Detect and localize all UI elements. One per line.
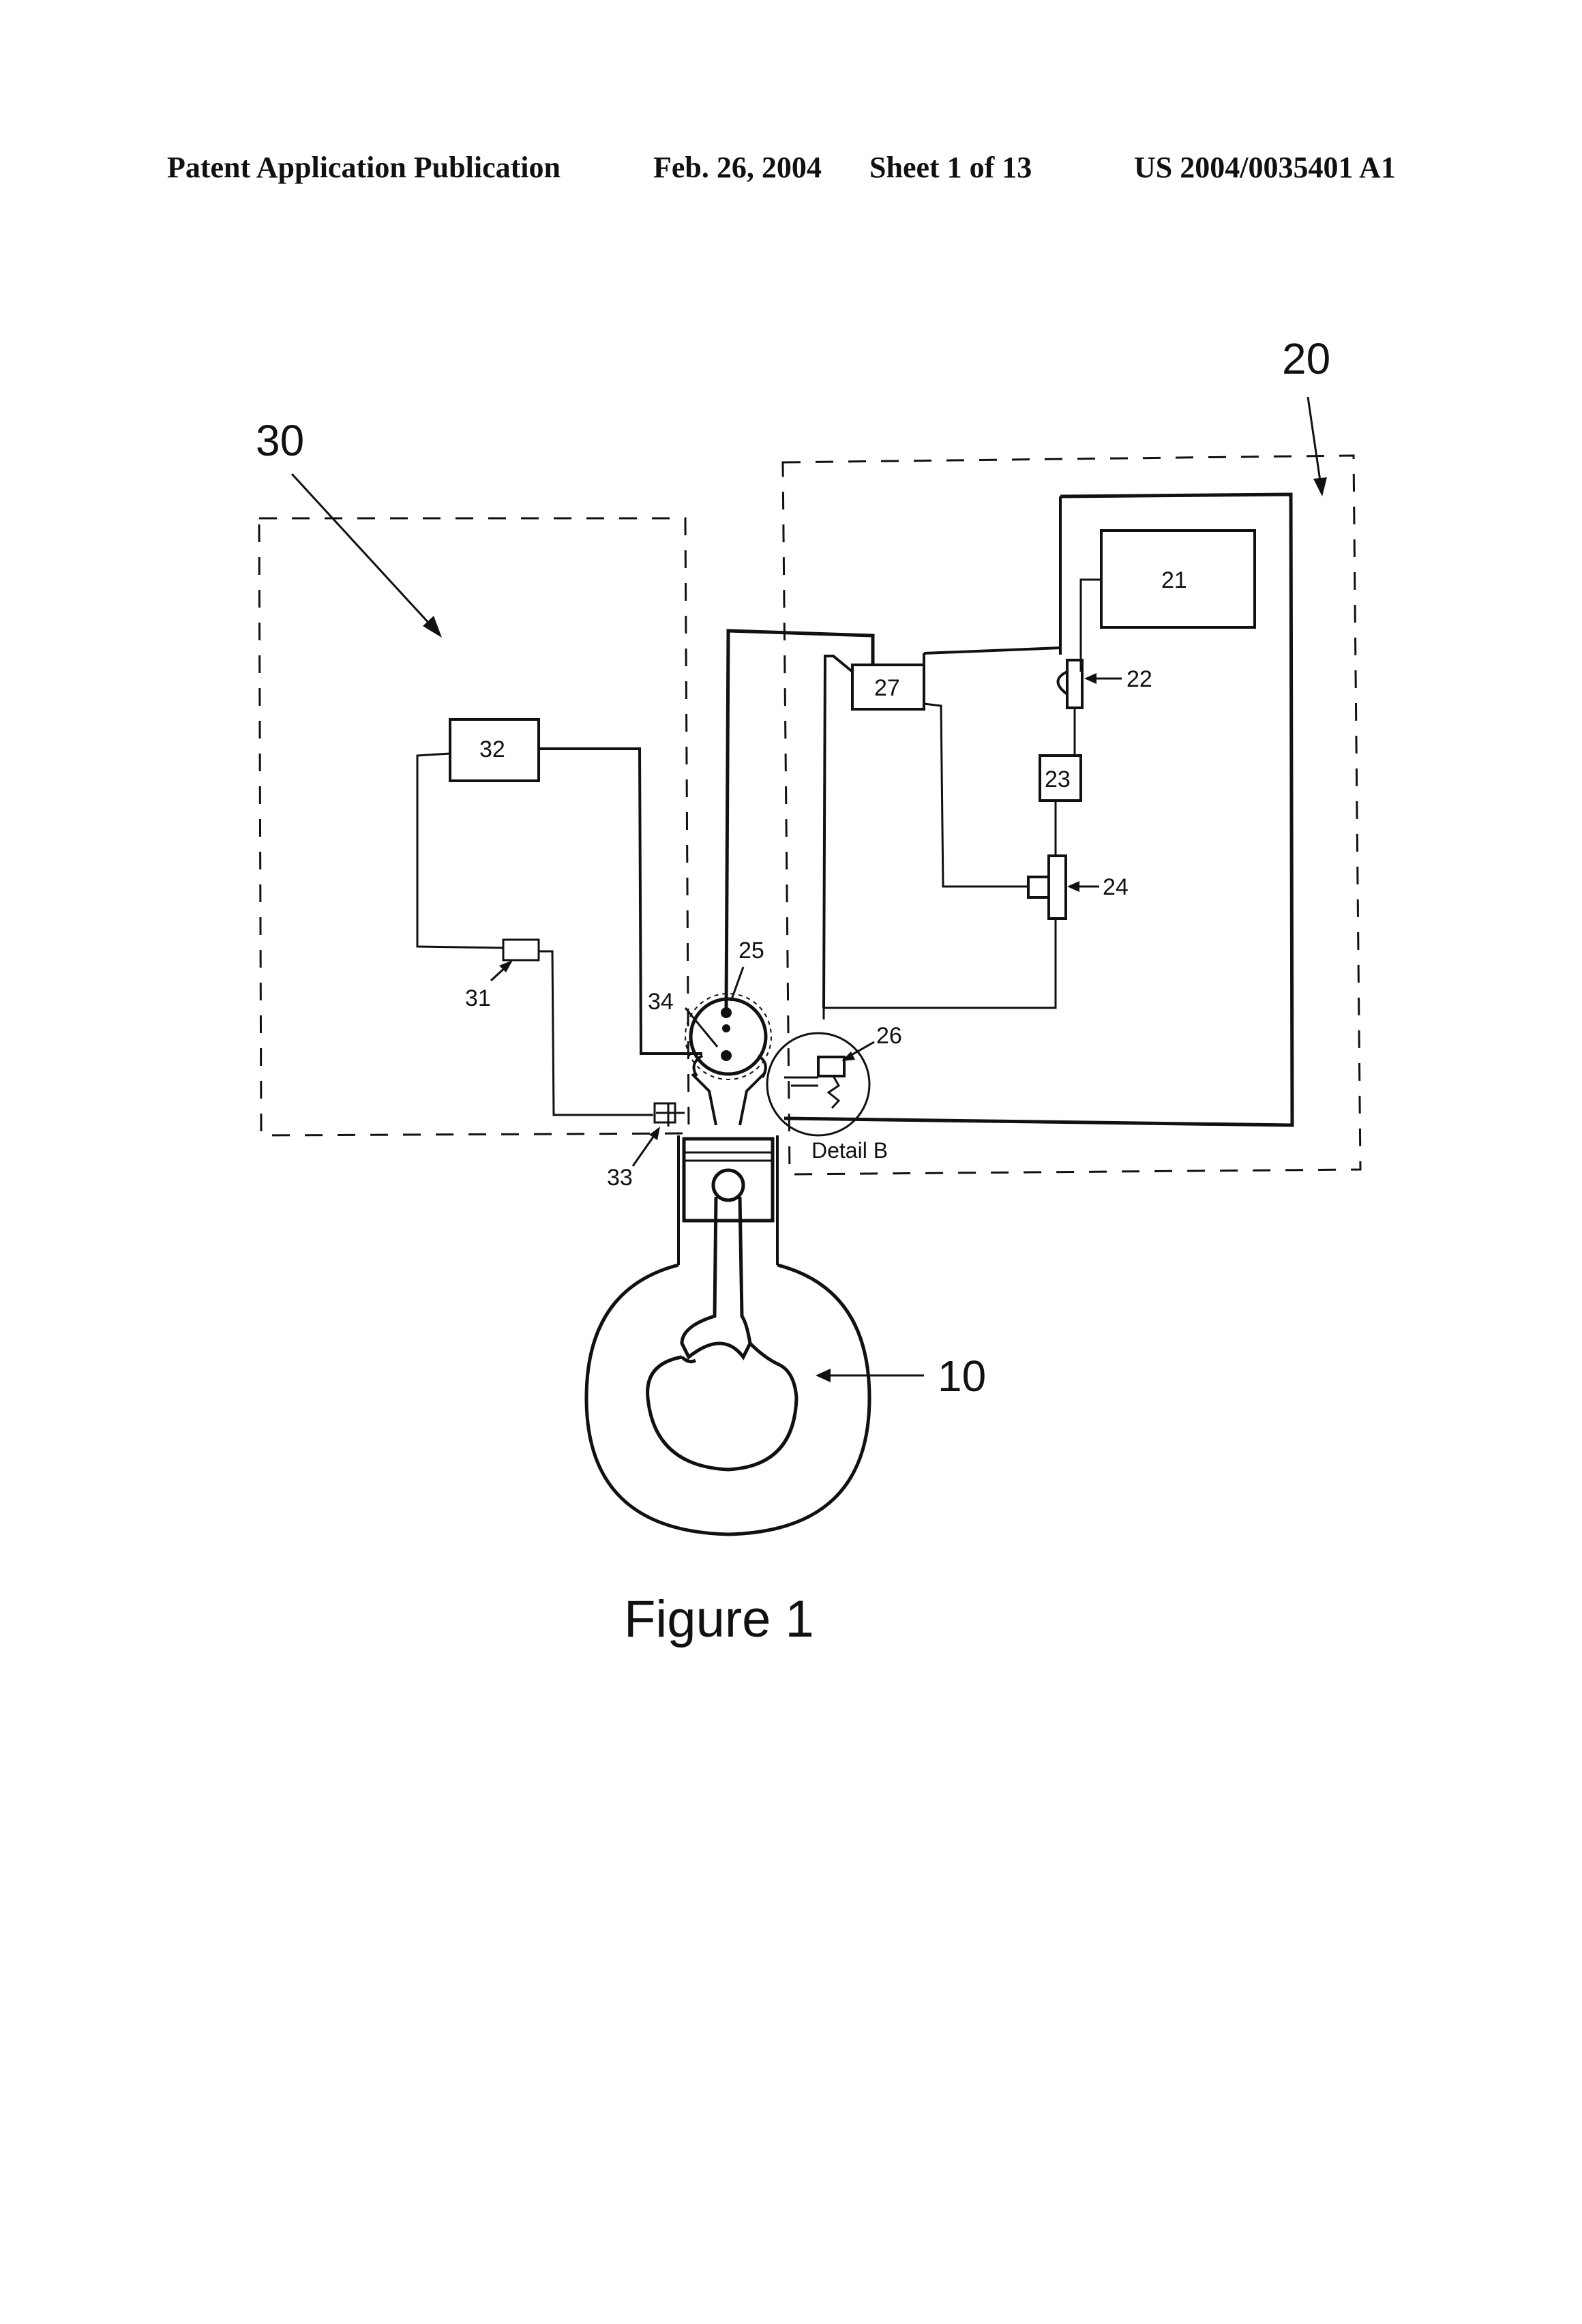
line-32-34 <box>539 749 702 1054</box>
label-21: 21 <box>1161 567 1187 593</box>
crank-inner <box>648 1343 796 1470</box>
label-23: 23 <box>1045 766 1071 792</box>
label-24: 24 <box>1103 874 1129 900</box>
label-20: 20 <box>1282 334 1330 383</box>
label-33: 33 <box>607 1165 633 1191</box>
component-26 <box>818 1057 844 1076</box>
label-32: 32 <box>479 736 505 762</box>
label-26: 26 <box>876 1023 902 1049</box>
system-20-boundary <box>783 456 1360 1174</box>
label-30: 30 <box>256 416 304 465</box>
component-31 <box>503 940 539 960</box>
return-line <box>784 494 1292 1125</box>
label-31: 31 <box>465 985 491 1011</box>
figure-caption: Figure 1 <box>624 1590 814 1648</box>
label-34: 34 <box>648 989 674 1015</box>
component-24 <box>1049 856 1066 919</box>
arrow-30 <box>292 474 442 638</box>
piston <box>684 1139 773 1221</box>
label-22: 22 <box>1126 666 1152 692</box>
system-30-boundary <box>259 518 689 1135</box>
line-21-22 <box>1081 580 1101 672</box>
label-10: 10 <box>938 1352 986 1401</box>
crankcase <box>586 1265 869 1534</box>
arrow-20 <box>1308 397 1327 496</box>
label-25: 25 <box>738 938 764 964</box>
label-27: 27 <box>874 675 900 701</box>
detail-b-label: Detail B <box>811 1138 888 1163</box>
